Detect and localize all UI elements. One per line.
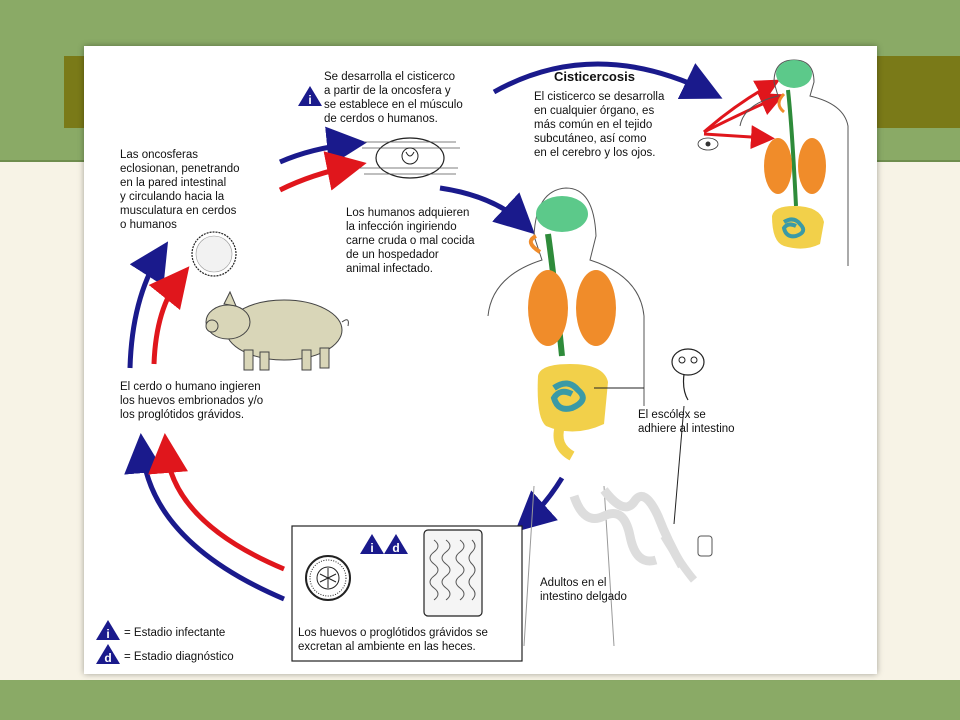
label-adultos: Adultos en el intestino delgado bbox=[540, 577, 627, 603]
arrow-to-human bbox=[439, 185, 535, 235]
cysticercus-muscle-illustration bbox=[360, 137, 460, 179]
arrow-oncosphere-to-muscle-red bbox=[278, 151, 367, 193]
legend-infectante: = Estadio infectante bbox=[124, 627, 226, 639]
label-huevos-excretan: Los huevos o proglótidos grávidos se exc… bbox=[298, 627, 488, 653]
arrow-eye-to-brain bbox=[703, 79, 780, 134]
label-cerdo-ingiere: El cerdo o humano ingieren los huevos em… bbox=[120, 381, 264, 421]
arrow-to-cysticercosis bbox=[492, 61, 723, 100]
legend-infective-icon: i bbox=[96, 620, 120, 641]
arrow-eye-to-head bbox=[703, 93, 785, 134]
scolex-illustration bbox=[671, 348, 705, 401]
human-cysticercosis-illustration bbox=[697, 59, 849, 266]
label-humanos-adquieren: Los humanos adquieren la infección ingir… bbox=[346, 207, 475, 275]
arrow-eggs-to-ingest-blue bbox=[124, 433, 285, 602]
arrow-oncosphere-to-muscle-blue bbox=[278, 126, 367, 167]
pig-illustration bbox=[205, 290, 349, 371]
label-escolex: El escólex se adhiere al intestino bbox=[638, 409, 735, 435]
label-cisticercosis-text: El cisticerco se desarrolla en cualquier… bbox=[534, 91, 665, 159]
life-cycle-diagram: i i d i d Se desarrolla el cisticerco a … bbox=[84, 46, 877, 674]
adult-worm-illustration bbox=[569, 405, 713, 583]
egg-illustration bbox=[305, 555, 351, 601]
legend-diagnostico: = Estadio diagnóstico bbox=[124, 651, 234, 663]
label-cisticercosis-title: Cisticercosis bbox=[554, 69, 635, 84]
arrow-human-to-eggs bbox=[514, 476, 565, 533]
arrow-ingest-to-oncosphere-blue bbox=[127, 241, 169, 369]
arrow-ingest-to-oncosphere-red bbox=[148, 266, 190, 365]
gravid-proglottid-illustration bbox=[423, 529, 483, 617]
svg-text:i: i bbox=[308, 93, 311, 107]
svg-text:d: d bbox=[392, 541, 399, 555]
legend-diagnostic-icon: d bbox=[96, 644, 120, 665]
label-oncosferas: Las oncosferas eclosionan, penetrando en… bbox=[120, 149, 240, 231]
footer-band bbox=[0, 680, 960, 720]
arrow-eggs-to-ingest-red bbox=[148, 433, 285, 572]
human-intestinal-illustration bbox=[487, 187, 645, 647]
arrow-eye-to-lung bbox=[703, 125, 775, 150]
infective-stage-icon: i bbox=[360, 534, 384, 555]
infective-stage-icon: i bbox=[298, 86, 322, 107]
svg-text:d: d bbox=[104, 651, 111, 665]
svg-text:i: i bbox=[370, 541, 373, 555]
oncosphere-illustration bbox=[191, 231, 237, 277]
svg-text:i: i bbox=[106, 627, 109, 641]
diagram-graphics: i i d i d bbox=[96, 59, 849, 665]
label-cisticerco: Se desarrolla el cisticerco a partir de … bbox=[324, 71, 463, 125]
diagnostic-stage-icon: d bbox=[384, 534, 408, 555]
